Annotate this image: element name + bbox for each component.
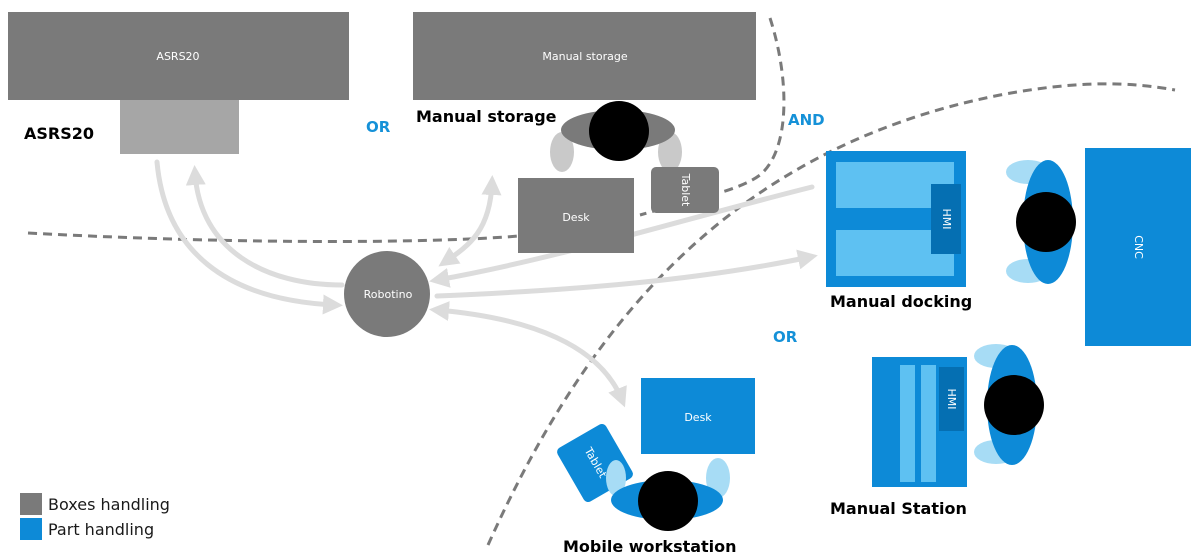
legend: Boxes handling Part handling [20,493,170,540]
zone-boundary-horizontal [27,231,531,243]
desk-gray: Desk [518,178,634,253]
desk-blue [641,378,755,454]
manual-docking-station: HMI Manual docking [826,151,972,311]
legend-label-boxes: Boxes handling [48,495,170,514]
tablet-gray: Tablet [651,167,719,213]
operator-head [638,471,698,531]
manual-station: HMI Manual Station [830,357,967,518]
legend-label-parts: Part handling [48,520,154,539]
station-hmi [939,367,964,431]
operator-head [984,375,1044,435]
manual-storage-box [413,12,756,100]
manual-storage-station: Manual storage Manual storage [413,12,756,126]
manual-storage-caption: Manual storage [416,107,557,126]
arrow-asrs-to-robotino [154,159,343,315]
manual-station-caption: Manual Station [830,499,967,518]
station-slot-1 [900,365,915,482]
robotino-label: Robotino [364,288,413,301]
operator-station [974,344,1044,465]
asrs-box-label: ASRS20 [156,50,199,63]
asrs-caption: ASRS20 [24,124,94,143]
connector-and: AND [788,111,825,129]
docking-hmi [931,184,961,254]
operator-docking [1006,160,1076,284]
station-hmi-label: HMI [945,388,958,409]
zone-boundary-diagonal [486,82,1176,546]
desk-blue-label: Desk [684,411,712,424]
connector-or-right: OR [773,328,798,346]
legend-swatch-boxes [20,493,42,515]
operator-head [589,101,649,161]
manual-storage-box-label: Manual storage [542,50,627,63]
operator-storage [550,101,682,172]
mobile-workstation: Desk Tablet Mobile workstation [557,378,755,556]
arrow-robotino-mobile [429,301,627,408]
tablet-gray-label: Tablet [679,173,692,207]
desk-gray-label: Desk [562,211,590,224]
arrow-robotino-to-asrs [185,165,345,288]
operator-head [1016,192,1076,252]
asrs-box [8,12,349,100]
legend-swatch-parts [20,518,42,540]
cnc-label: CNC [1132,235,1145,259]
cnc-machine: CNC [1085,148,1191,346]
arrow-robotino-desk [438,175,502,267]
asrs-port [120,100,239,154]
arrow-robotino-to-docking [434,249,818,299]
docking-hmi-label: HMI [940,208,953,229]
connector-or-left: OR [366,118,391,136]
mobile-caption: Mobile workstation [563,537,737,556]
manual-docking-caption: Manual docking [830,292,972,311]
robotino: Robotino [344,251,430,337]
asrs-station: ASRS20 ASRS20 [8,12,349,154]
station-slot-2 [921,365,936,482]
